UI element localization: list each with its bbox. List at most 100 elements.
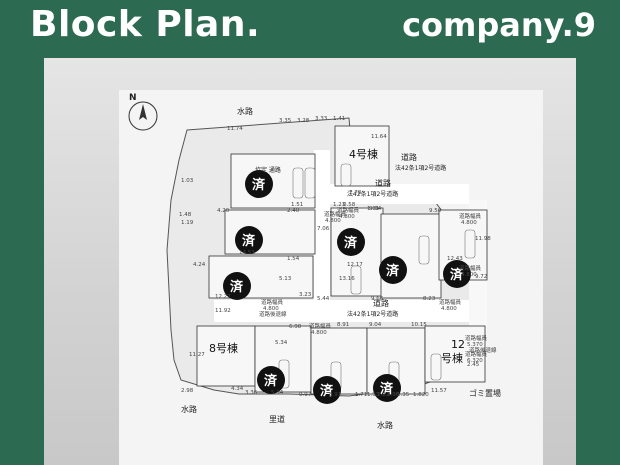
road-mid-law: 法42条1項2号道路 <box>347 310 398 318</box>
sold-marker-10 <box>313 376 341 404</box>
dimension-label: 11.64 <box>371 134 387 140</box>
sold-label: 済 <box>386 263 400 279</box>
road-width-label: 道路幅員 <box>324 210 347 218</box>
dimension-label: 6.98 <box>289 324 302 330</box>
dimension-label: 3.33 <box>315 116 328 122</box>
parking-5 <box>350 265 362 295</box>
dimension-label: 4.20 <box>217 208 230 214</box>
sold-marker-5 <box>337 228 365 256</box>
road-width-label: 道路幅員 <box>465 350 488 358</box>
dimension-label: 3.36 <box>245 390 258 396</box>
dimension-label: 2.22 <box>377 392 389 398</box>
sold-marker-9 <box>257 366 285 394</box>
satomichi-label: 里道 <box>269 414 285 424</box>
dimension-label: 11.74 <box>227 126 243 132</box>
road-width-value: 4.800 <box>441 306 457 312</box>
dimension-label: 1.41 <box>333 116 345 122</box>
road-width-label: 道路幅員 <box>337 206 360 214</box>
plan-frame: 済 済 済 済 済 済 済 済 済 4号棟 8号棟 12 号棟 N 水 <box>44 58 576 465</box>
lot-8-label: 8号棟 <box>209 341 238 355</box>
dimension-label: 1.48 <box>179 212 192 218</box>
parking-12 <box>430 353 442 381</box>
dimension-label: 9.04 <box>369 206 382 212</box>
dimension-label: 9.72 <box>475 274 487 280</box>
dimension-label: 5.34 <box>271 390 284 396</box>
waterway-bottom-left-label: 水路 <box>181 404 197 414</box>
parking-1 <box>292 167 304 199</box>
dimension-label: 5.13 <box>279 276 292 282</box>
dimension-label: 1.35 <box>397 392 410 398</box>
sold-label: 済 <box>242 233 256 249</box>
lot-12-label: 号棟 <box>441 351 463 365</box>
dimension-label: 3.28 <box>297 118 310 124</box>
lot-12-number: 12 <box>451 338 465 351</box>
road-mid-top-law: 法42条1項2号道路 <box>347 190 398 198</box>
parking-7 <box>464 229 476 259</box>
road-width-value: 4.800 <box>325 218 341 224</box>
site-plan-svg: 済 済 済 済 済 済 済 済 済 4号棟 8号棟 12 号棟 N 水 <box>128 93 501 430</box>
setback-line-label: 道路後退線 <box>469 346 497 354</box>
road-width-label: 道路幅員 <box>309 322 332 330</box>
north-arrow: N <box>128 93 158 131</box>
sold-label: 済 <box>344 235 358 251</box>
road-width-label: 道路幅員 <box>459 264 482 272</box>
waterway-bottom-right-label: 水路 <box>377 420 393 430</box>
lot-8 <box>196 325 256 387</box>
sold-marker-2 <box>235 226 263 254</box>
dimension-label: 0.97 <box>299 392 312 398</box>
lot-6 <box>380 213 442 299</box>
dimension-label: 4.24 <box>193 262 206 268</box>
dimension-label: 11.98 <box>475 236 491 242</box>
parking-6 <box>418 235 430 265</box>
sold-label: 済 <box>450 267 464 283</box>
parking-4 <box>340 163 352 187</box>
sold-label: 済 <box>320 383 334 399</box>
road-mid-label: 道路 <box>373 298 389 308</box>
sold-marker-1 <box>245 170 273 198</box>
sold-marker-11 <box>373 374 401 402</box>
dimension-label: 1.71 <box>355 392 367 398</box>
dimension-label: 5.34 <box>275 340 288 346</box>
dimension-label: 1.51 <box>291 202 303 208</box>
sold-label: 済 <box>380 381 394 397</box>
road-width-value: 4.800 <box>263 306 279 312</box>
dimension-label: 4.34 <box>231 386 244 392</box>
road-mid-top-label: 道路 <box>375 178 391 188</box>
dimension-label: 7.78 <box>349 190 362 196</box>
dimension-label: 14.53 <box>239 250 255 256</box>
dimension-label: 13.16 <box>339 276 355 282</box>
waterway-top-label: 水路 <box>237 106 253 116</box>
dimension-label: 2.40 <box>287 208 300 214</box>
road-right-top-law: 法42条1項2号道路 <box>395 164 446 172</box>
dimension-label: 11.92 <box>215 308 231 314</box>
road-width-label: 道路幅員 <box>261 298 284 306</box>
dimension-label: 1.03 <box>181 178 194 184</box>
dimension-label: 8.91 <box>329 392 341 398</box>
sold-label: 済 <box>252 177 266 193</box>
parking-1b <box>304 167 316 199</box>
dimension-label: 1.01 <box>367 206 379 212</box>
north-label: N <box>129 93 137 103</box>
dimension-label: 11.27 <box>189 352 205 358</box>
dimension-label: 1.23 <box>333 202 346 208</box>
dimension-label: 2.98 <box>181 388 194 394</box>
lot-4-label: 4号棟 <box>349 147 378 161</box>
sold-label: 済 <box>230 279 244 295</box>
sold-marker-3 <box>223 272 251 300</box>
dimension-label: 12.43 <box>447 256 463 262</box>
road-vertical <box>314 150 330 320</box>
setback-line-label: 道路後退線 <box>259 310 287 318</box>
road-width-value: 5.370 <box>467 342 483 348</box>
sold-marker-6 <box>379 256 407 284</box>
road-width-label: 道路幅員 <box>465 334 488 342</box>
dimension-label: 2.45 <box>467 362 480 368</box>
dimension-label: 7.06 <box>317 226 330 232</box>
dimension-label: 5.44 <box>317 296 330 302</box>
dimension-label: 10.15 <box>411 322 427 328</box>
sold-marker-7 <box>443 260 471 288</box>
dimension-label: 12.17 <box>347 262 363 268</box>
dimension-label: 0.58 <box>343 202 356 208</box>
road-width-label: 道路幅員 <box>459 212 482 220</box>
dimension-label: 9.04 <box>369 322 382 328</box>
